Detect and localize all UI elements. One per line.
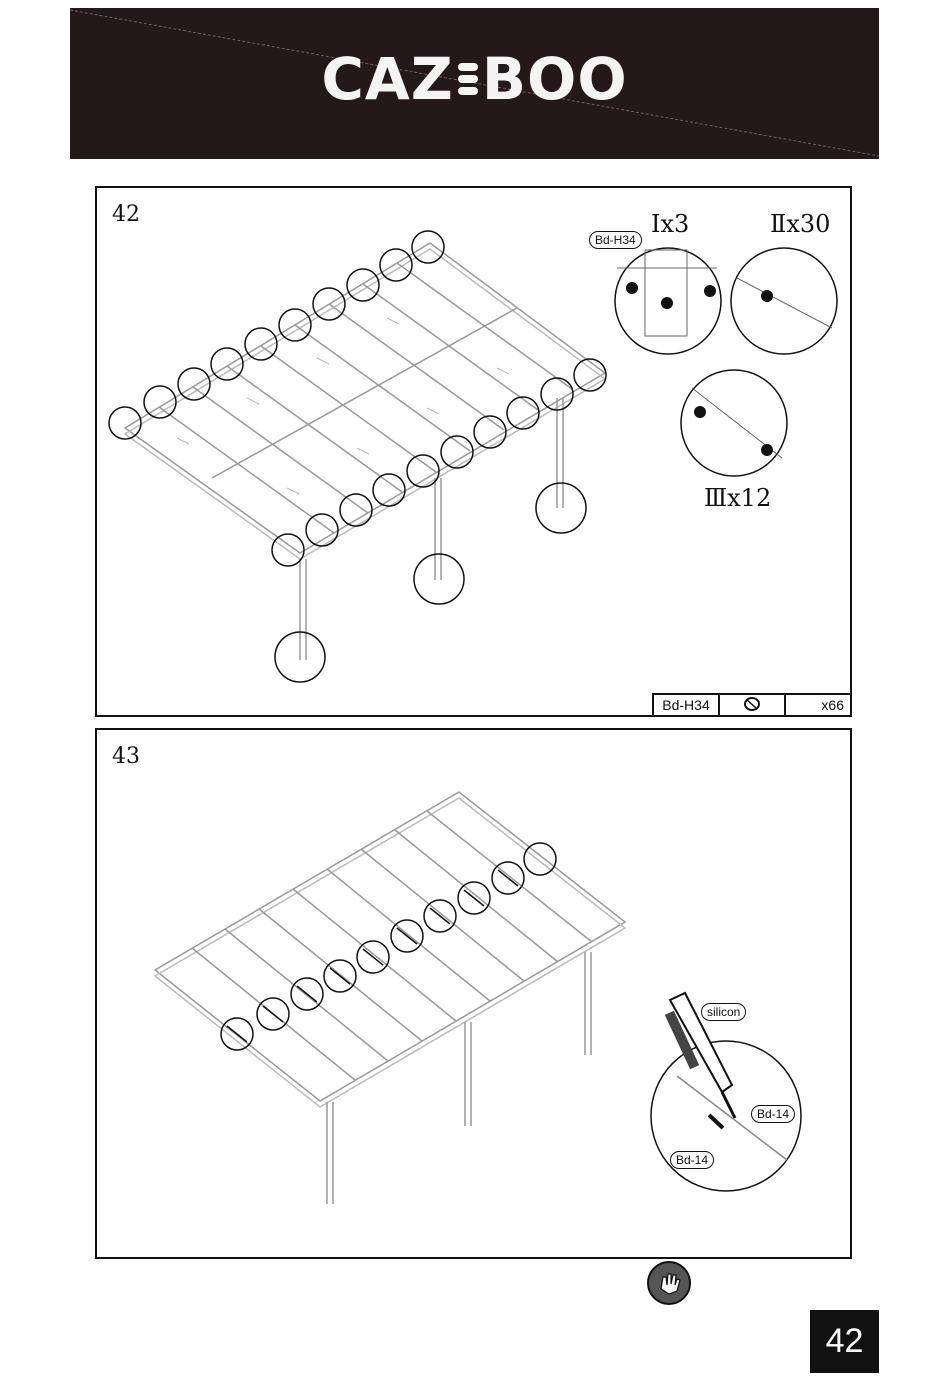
glove-icon: [647, 1261, 691, 1305]
part-tag-bd-14-b: Bd-14: [670, 1151, 714, 1169]
step-42-diagram: [97, 188, 854, 719]
silicon-tag: silicon: [701, 1003, 746, 1021]
parts-table: Bd-H34 x66: [652, 693, 852, 717]
quantity-label-3: Ⅲx12: [704, 484, 771, 512]
part-tag-bd-14-a: Bd-14: [751, 1105, 795, 1123]
step-42-panel: 42: [95, 186, 852, 717]
quantity-label-2: Ⅱx30: [770, 210, 830, 238]
part-code: Bd-H34: [653, 694, 719, 716]
cap-icon: [719, 694, 785, 716]
logo-dots-icon: [458, 57, 478, 99]
page-number: 42: [810, 1310, 879, 1373]
quantity-label-1: Ⅰx3: [651, 210, 689, 238]
step-43-diagram: [97, 730, 854, 1261]
step-43-panel: 43: [95, 728, 852, 1259]
part-tag-bd-h34: Bd-H34: [589, 231, 642, 249]
part-qty: x66: [785, 694, 851, 716]
